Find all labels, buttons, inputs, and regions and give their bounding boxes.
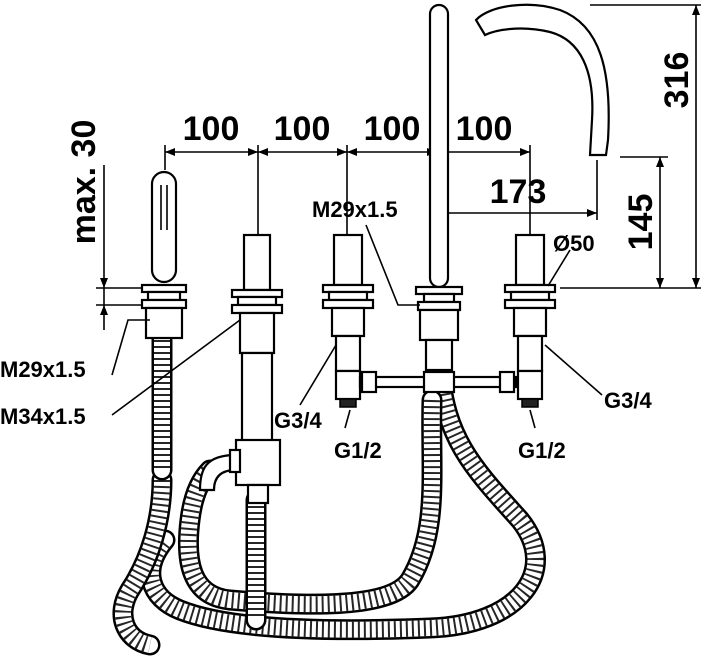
callout-spout-diameter: Ø50: [553, 231, 595, 256]
dim-spacing-1: 100: [183, 110, 240, 148]
hand-shower: [140, 170, 188, 340]
callout-thread-spout: M29x1.5: [312, 197, 398, 222]
diverter: [198, 233, 284, 505]
dimension-lines: [96, 4, 701, 330]
spout-hose: [140, 359, 546, 641]
leader-lines: [111, 224, 603, 429]
valve-right: [503, 233, 557, 408]
dim-spacing-3: 100: [364, 110, 421, 148]
dim-spacing-4: 100: [456, 110, 513, 148]
diverter-hose: [177, 389, 443, 615]
dim-spacing-2: 100: [274, 110, 331, 148]
callout-outlet-left: G1/2: [334, 438, 382, 463]
callout-outlet-right: G1/2: [518, 438, 566, 463]
dim-spout-reach: 173: [490, 173, 547, 211]
callout-thread-handshower: M29x1.5: [0, 357, 86, 382]
dim-max-deck: max. 30: [65, 120, 103, 245]
braided-hoses: [112, 329, 546, 656]
dimension-labels: 100 100 100 100 173 316 145 max. 30: [65, 52, 696, 251]
dim-spout-outlet-height: 145: [622, 194, 660, 251]
valve-left: [321, 233, 375, 408]
spout: [414, 3, 610, 372]
callout-inlet-left: G3/4: [274, 408, 322, 433]
callout-inlet-right: G3/4: [604, 388, 652, 413]
callout-thread-diverter: M34x1.5: [0, 404, 86, 429]
dim-spout-total-height: 316: [658, 52, 696, 109]
handshower-hose: [112, 469, 173, 656]
crossover-pipe: [358, 370, 518, 394]
thread-callouts: M29x1.5 M34x1.5 M29x1.5 Ø50 G3/4 G1/2 G1…: [0, 197, 652, 463]
